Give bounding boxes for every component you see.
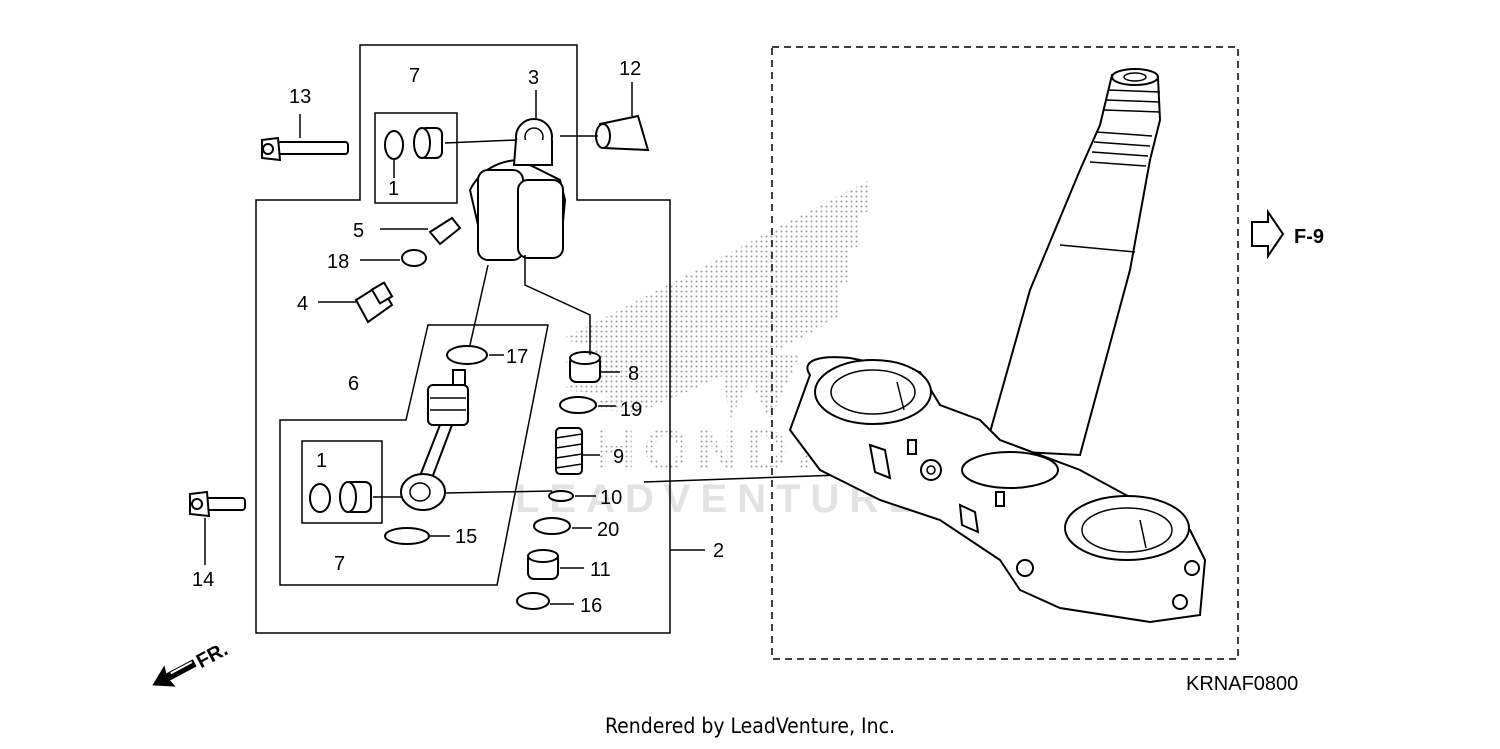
callout-19: 19: [620, 399, 642, 421]
kit-box-7-upper: [374, 112, 458, 204]
part-13-bolt: [261, 114, 349, 162]
callout-8: 8: [628, 363, 639, 385]
part-10-washer: [548, 490, 596, 502]
callout-12: 12: [619, 58, 641, 80]
footer-credit: Rendered by LeadVenture, Inc.: [605, 714, 895, 738]
front-direction-label: FR.: [193, 638, 232, 673]
part-9-spring: [555, 427, 600, 475]
triple-clamp-assembly: [788, 68, 1207, 624]
page-ref-arrow-icon: [1251, 208, 1285, 260]
part-7-bearing-lower: [339, 481, 402, 513]
part-3-upper-body: [468, 90, 567, 261]
callout-2: 2: [713, 540, 724, 562]
callout-9: 9: [613, 446, 624, 468]
part-15-circlip: [384, 527, 450, 545]
callout-20: 20: [597, 519, 619, 541]
callout-5: 5: [353, 220, 364, 242]
part-19-o-ring: [559, 396, 616, 414]
callout-11: 11: [590, 559, 611, 581]
callout-10: 10: [600, 487, 622, 509]
callout-7-upper: 7: [409, 65, 420, 87]
callout-3: 3: [528, 67, 539, 89]
kit-box-7-lower: [301, 440, 383, 524]
part-17-o-ring: [446, 264, 504, 365]
callout-4: 4: [297, 293, 308, 315]
assembly-outline-2: [255, 44, 671, 634]
callout-18: 18: [327, 251, 349, 273]
callout-14: 14: [192, 569, 214, 591]
part-20-o-ring: [533, 517, 592, 535]
part-7-bearing-upper: [413, 127, 517, 159]
part-5-bleeder: [380, 216, 462, 246]
callout-13: 13: [289, 86, 311, 108]
triple-clamp-group-box: [771, 46, 1239, 660]
part-4-adjuster: [318, 281, 394, 324]
part-6-lower-body: [400, 369, 553, 511]
callout-15: 15: [455, 526, 477, 548]
callout-1-lower: 1: [316, 450, 327, 472]
part-18-o-ring: [360, 249, 427, 267]
part-1-circlip-upper: [384, 130, 404, 178]
callout-17: 17: [506, 346, 528, 368]
part-1-circlip-lower: [309, 483, 331, 513]
callout-7-lower: 7: [334, 553, 345, 575]
part-8-cap: [524, 255, 620, 383]
assembly-outline-6: [279, 324, 549, 586]
diagram-code: KRNAF0800: [1186, 673, 1298, 695]
part-16-o-ring: [516, 592, 574, 610]
callout-1-upper: 1: [388, 178, 399, 200]
page-ref-label: F-9: [1294, 226, 1324, 248]
callout-6: 6: [348, 373, 359, 395]
part-14-bolt: [189, 490, 246, 565]
part-12-cap: [560, 82, 650, 152]
part-11-plug: [527, 549, 584, 580]
front-direction-arrow-icon: [152, 659, 197, 687]
callout-16: 16: [580, 595, 602, 617]
